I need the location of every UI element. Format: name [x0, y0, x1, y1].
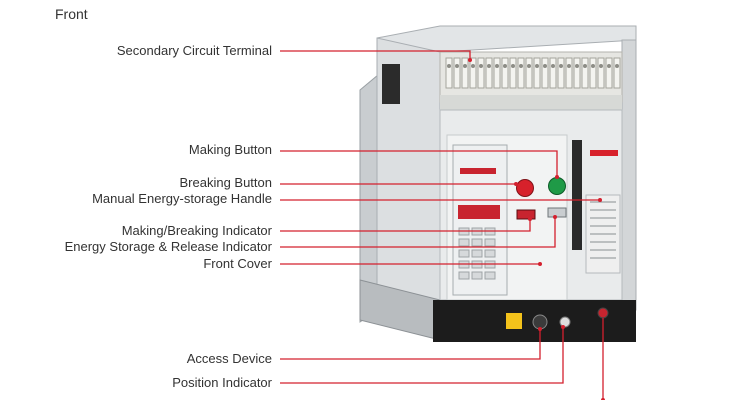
terminal-screw: [559, 64, 563, 68]
leader-making-breaking-indicator: [280, 219, 531, 232]
terminal-screw: [447, 64, 451, 68]
leader-making-breaking-indicator-dot: [528, 217, 532, 221]
label-breaking-button: Breaking Button: [179, 175, 272, 190]
label-position-indicator: Position Indicator: [172, 375, 272, 390]
terminal-screw: [479, 64, 483, 68]
terminal-cell: [525, 57, 533, 89]
controller-key: [471, 249, 483, 258]
leader-making-button-dot: [555, 175, 559, 179]
terminal-screw: [615, 64, 619, 68]
terminal-cell: [477, 57, 485, 89]
terminal-screw: [527, 64, 531, 68]
energy-storage-indicator: [547, 207, 567, 218]
controller-key: [458, 238, 470, 247]
right-side-plate: [621, 39, 637, 311]
terminal-screw: [463, 64, 467, 68]
view-label: Front: [55, 6, 88, 22]
terminal-screw: [455, 64, 459, 68]
warning-sticker: [506, 313, 522, 329]
terminal-cell: [573, 57, 581, 89]
terminal-screw: [575, 64, 579, 68]
terminal-screw: [495, 64, 499, 68]
top-right-label: [590, 150, 618, 156]
left-handle-slot: [382, 64, 400, 104]
top-body: [376, 25, 637, 53]
leader-position-indicator: [280, 327, 564, 384]
terminal-cell: [501, 57, 509, 89]
brand-badge: [460, 168, 496, 174]
terminal-label-strip: [440, 95, 622, 111]
terminal-screw: [487, 64, 491, 68]
label-making-button: Making Button: [188, 142, 272, 157]
controller-key: [471, 238, 483, 247]
label-energy-storage-release-indicator: Energy Storage & Release Indicator: [64, 239, 272, 254]
position-indicator-window: [559, 316, 571, 328]
terminal-cell: [461, 57, 469, 89]
leader-energy-storage-release-indicator-dot: [553, 215, 557, 219]
terminal-screw: [567, 64, 571, 68]
terminal-cell: [533, 57, 541, 89]
leader-manual-energy-storage-handle-dot: [598, 198, 602, 202]
controller-key: [484, 238, 496, 247]
terminal-cell: [565, 57, 573, 89]
controller-key: [484, 249, 496, 258]
terminal-screw: [591, 64, 595, 68]
leader-breaking-button-dot: [514, 182, 518, 186]
terminal-screw: [599, 64, 603, 68]
terminal-cell: [597, 57, 605, 89]
terminal-cell: [589, 57, 597, 89]
terminal-screw: [583, 64, 587, 68]
controller-key: [471, 271, 483, 280]
terminal-cell: [445, 57, 453, 89]
lock-point: [597, 307, 609, 319]
terminal-screws: [445, 57, 621, 89]
label-secondary-circuit-terminal: Secondary Circuit Terminal: [116, 43, 272, 58]
leader-access-device-dot: [538, 327, 542, 331]
terminal-cell: [581, 57, 589, 89]
label-front-cover: Front Cover: [203, 256, 272, 271]
terminal-cell: [613, 57, 621, 89]
terminal-screw: [511, 64, 515, 68]
leader-access-device: [280, 329, 541, 360]
making-breaking-indicator: [516, 209, 536, 220]
callout-leader-lines: [280, 50, 605, 400]
leader-front-cover-dot: [538, 262, 542, 266]
breaking-button: [516, 179, 534, 197]
terminal-screw: [503, 64, 507, 68]
terminal-cell: [517, 57, 525, 89]
terminal-screw: [551, 64, 555, 68]
terminal-cell: [485, 57, 493, 89]
access-device-port: [532, 314, 548, 330]
label-making-breaking-indicator: Making/Breaking Indicator: [121, 223, 272, 238]
rating-plate-text: [590, 201, 616, 259]
terminal-cell: [549, 57, 557, 89]
energy-storage-handle: [572, 140, 582, 250]
terminal-screw: [543, 64, 547, 68]
terminal-cell: [469, 57, 477, 89]
terminal-cell: [493, 57, 501, 89]
controller-key: [458, 271, 470, 280]
terminal-cell: [453, 57, 461, 89]
controller-key: [484, 271, 496, 280]
controller-display: [458, 205, 500, 219]
terminal-screw: [607, 64, 611, 68]
terminal-screw: [535, 64, 539, 68]
label-manual-energy-storage-handle: Manual Energy-storage Handle: [92, 191, 272, 206]
terminal-screw: [519, 64, 523, 68]
terminal-cell: [509, 57, 517, 89]
label-access-device: Access Device: [186, 351, 272, 366]
leader-making-button: [280, 150, 558, 177]
terminal-cell: [557, 57, 565, 89]
leader-position-indicator-dot: [561, 325, 565, 329]
leader-secondary-circuit-terminal-dot: [468, 58, 472, 62]
making-button: [548, 177, 566, 195]
terminal-screw: [471, 64, 475, 68]
controller-key: [458, 249, 470, 258]
leader-energy-storage-release-indicator: [280, 217, 556, 248]
terminal-cell: [605, 57, 613, 89]
leader-secondary-circuit-terminal: [280, 50, 471, 60]
terminal-cell: [541, 57, 549, 89]
